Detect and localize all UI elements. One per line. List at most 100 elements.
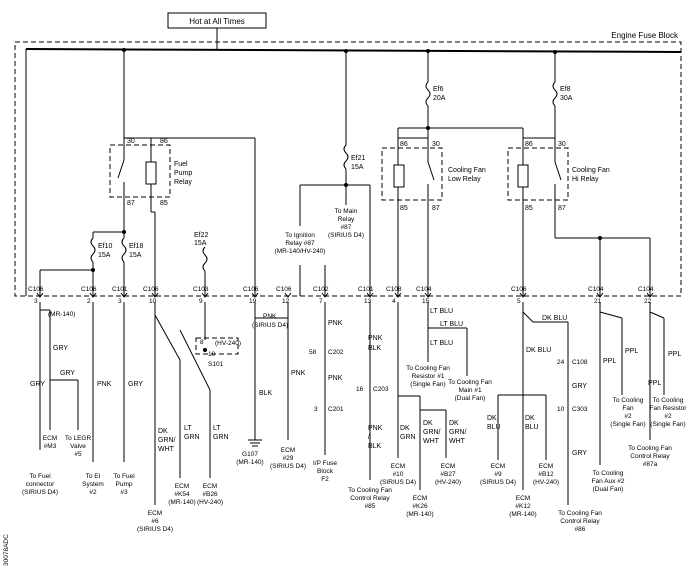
label-ecm-m3: ECM #M3 [43,435,57,450]
c303-pin: 10 [557,406,565,413]
label-fuel-pump: To Fuel Pump #3 [113,473,135,496]
svg-text:15A: 15A [129,252,142,259]
fuse-ef18: Ef18 15A [121,237,144,263]
wire-dk-grn-wht-2: DK GRN/ WHT [423,420,441,445]
wire-dk-blu-1: DK BLU [526,347,551,354]
c201-name: C201 [328,406,344,413]
svg-text:DK: DK [487,415,497,422]
label-fan-control-87a: To Cooling Fan Control Relay #87a [628,445,672,468]
svg-text:Ef21: Ef21 [351,155,366,162]
svg-text:GRN: GRN [213,434,229,441]
svg-text:Control Relay: Control Relay [560,518,600,525]
svg-text:To Main: To Main [335,208,358,215]
svg-text:#2: #2 [664,413,672,420]
wire-dk-blu-2: DK BLU [542,315,567,322]
svg-text:Main #1: Main #1 [458,387,482,394]
svg-text:ECM: ECM [175,483,189,490]
svg-text:#85: #85 [365,503,376,510]
svg-text:Relay #87: Relay #87 [285,240,315,247]
svg-text:WHT: WHT [449,438,466,445]
svg-text:Ef22: Ef22 [194,232,209,239]
svg-text:ECM: ECM [491,463,505,470]
svg-text:To Cooling Fan: To Cooling Fan [558,510,602,517]
svg-text:WHT: WHT [423,438,440,445]
svg-text:ECM: ECM [516,495,530,502]
svg-text:87: 87 [558,205,566,212]
svg-text:#2: #2 [624,413,632,420]
wire-dk-grn-wht-3: DK GRN/ WHT [449,420,467,445]
svg-text:ECM: ECM [148,510,162,517]
svg-text:Pump: Pump [116,481,133,488]
label-ecm-b27: ECM #B27 (HV-240) [435,463,461,486]
svg-text:2: 2 [87,298,91,305]
label-ecm10: ECM #10 (SIRIUS D4) [380,463,416,486]
c303-name: C303 [572,406,588,413]
wire-lt-blu-2: LT BLU [440,321,463,328]
wire-ppl-3: PPL [648,380,661,387]
svg-text:Low Relay: Low Relay [448,176,481,183]
svg-text:ECM: ECM [539,463,553,470]
svg-text:Fuel: Fuel [174,161,188,168]
svg-text:GRN: GRN [400,434,416,441]
splice-pin10: 10 [208,351,216,358]
svg-text:(SIRIUS D4): (SIRIUS D4) [137,526,173,533]
svg-text:PNK: PNK [368,335,383,342]
label-ecm-k26: ECM #K26 (MR-140) [406,495,433,518]
svg-text:C106: C106 [28,286,44,293]
svg-text:#6: #6 [151,518,159,525]
svg-text:(MR-140): (MR-140) [236,459,263,466]
svg-text:Valve: Valve [70,443,86,450]
svg-text:(Single Fan): (Single Fan) [410,381,445,388]
svg-text:Fan Resistor: Fan Resistor [650,405,688,412]
fuse-ef22: Ef22 15A [194,232,209,296]
svg-text:(MR-140): (MR-140) [168,499,195,506]
side-code: 30078ADC [3,534,10,566]
svg-text:#K12: #K12 [515,503,531,510]
hot-at-all-times-label: Hot at All Times [189,17,245,26]
svg-text:C101: C101 [112,286,128,293]
svg-text:C104: C104 [588,286,604,293]
label-ecm6: ECM #6 (SIRIUS D4) [137,510,173,533]
svg-text:5: 5 [517,298,521,305]
svg-text:C104: C104 [638,286,654,293]
svg-text:C104: C104 [416,286,432,293]
wire-pnk-sirius: PNK (SIRIUS D4) [252,313,288,329]
wire-ppl-2: PPL [625,348,638,355]
svg-text:DK: DK [400,425,410,432]
wire-dk-blu-4: DK BLU [525,415,539,431]
svg-text:15A: 15A [351,164,364,171]
label-ip-fuse-block: I/P Fuse Block F2 [313,460,337,483]
svg-text:(SIRIUS D4): (SIRIUS D4) [328,232,364,239]
svg-text:(MR-140/HV-240): (MR-140/HV-240) [275,248,326,255]
label-ecm-b26: ECM #B26 (HV-240) [197,483,223,506]
svg-text:ECM: ECM [391,463,405,470]
svg-text:(HV-240): (HV-240) [533,479,559,486]
svg-text:To Cooling: To Cooling [613,397,644,404]
svg-text:ECM: ECM [413,495,427,502]
c203-name: C203 [373,386,389,393]
svg-text:Block: Block [317,468,334,475]
wire-pnk-blk-2: PNK / BLK [368,425,383,450]
svg-text:Relay: Relay [338,216,355,223]
svg-text:#K26: #K26 [412,503,428,510]
svg-text:LT: LT [184,425,192,432]
svg-text:Cooling Fan: Cooling Fan [448,167,486,174]
svg-text:30: 30 [127,138,135,145]
wire-gry-c303: GRY [572,450,587,457]
svg-text:Cooling Fan: Cooling Fan [572,167,610,174]
svg-text:To Cooling Fan: To Cooling Fan [628,445,672,452]
svg-text:15A: 15A [194,240,207,247]
fuse-ef10: Ef10 15A [90,237,113,263]
svg-text:86: 86 [160,138,168,145]
svg-text:87: 87 [127,200,135,207]
label-fuel-connector: To Fuel connector (SIRIUS D4) [22,473,58,496]
splice-hv240: (HV-240) [215,340,241,347]
